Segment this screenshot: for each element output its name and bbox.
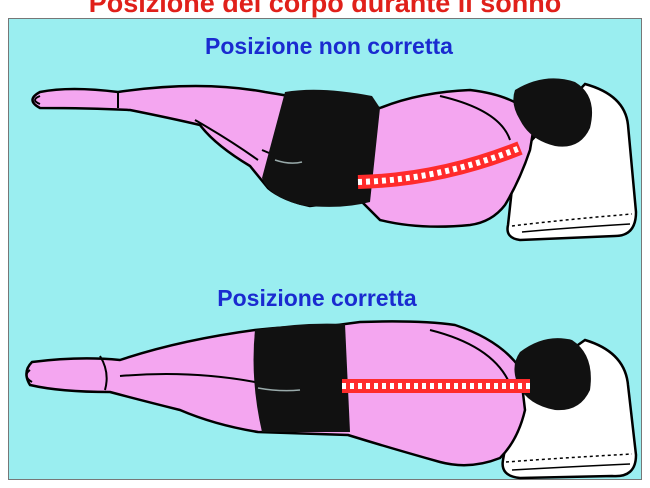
caption-correct: Posizione corretta <box>0 285 642 311</box>
caption-incorrect: Posizione non corretta <box>4 33 650 59</box>
shorts <box>254 324 350 432</box>
